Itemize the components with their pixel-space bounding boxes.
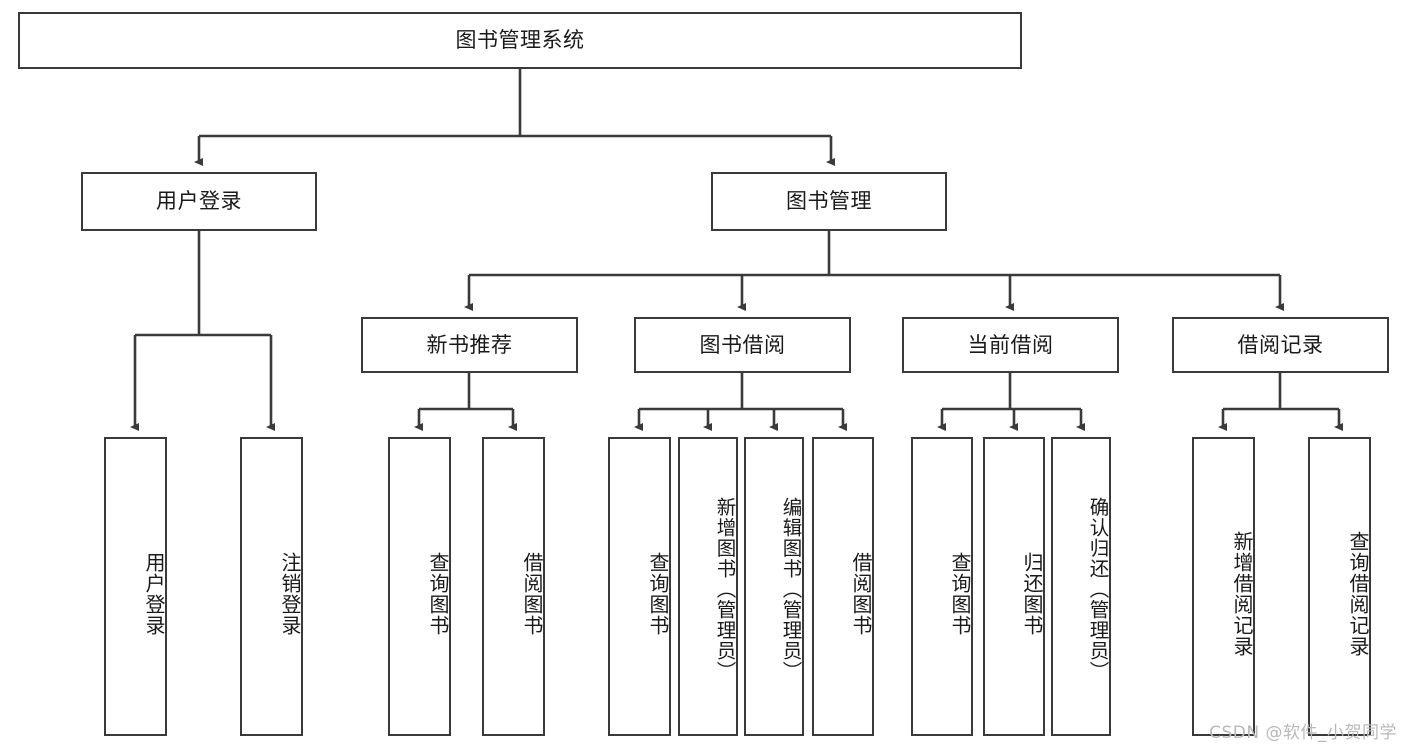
node-leaf-borrow-book-label: 借阅图书 [849, 551, 873, 636]
node-book-borrow-label: 图书借阅 [699, 332, 786, 357]
node-current-borrow[interactable]: 当前借阅 [902, 317, 1119, 373]
connector-lines [130, 69, 1343, 431]
node-leaf-add-book-label: 新增图书（管理员） [713, 497, 736, 682]
node-leaf-confirm-return-label: 确认归还（管理员） [1086, 497, 1109, 682]
node-leaf-add-borrow-record-label: 新增借阅记录 [1230, 530, 1254, 657]
watermark-text: CSDN @软件_小贺同学 [1209, 723, 1397, 743]
node-leaf-user-login-label: 用户登录 [142, 551, 166, 636]
node-leaf-borrow-book-recommend[interactable]: 借阅图书 [482, 437, 545, 736]
node-leaf-edit-book[interactable]: 编辑图书（管理员） [744, 437, 804, 736]
node-leaf-logout-label: 注销登录 [278, 551, 302, 636]
node-leaf-query-book-current-label: 查询图书 [948, 551, 972, 636]
node-leaf-logout[interactable]: 注销登录 [240, 437, 303, 736]
node-borrow-record-label: 借阅记录 [1237, 332, 1324, 357]
node-leaf-query-book-current[interactable]: 查询图书 [911, 437, 973, 736]
node-new-book-recommend[interactable]: 新书推荐 [361, 317, 578, 373]
node-leaf-add-borrow-record[interactable]: 新增借阅记录 [1192, 437, 1255, 736]
node-leaf-user-login[interactable]: 用户登录 [104, 437, 167, 736]
node-book-borrow[interactable]: 图书借阅 [634, 317, 851, 373]
node-leaf-borrow-book-recommend-label: 借阅图书 [520, 551, 544, 636]
node-leaf-query-book-borrow-label: 查询图书 [646, 551, 670, 636]
node-book-manage[interactable]: 图书管理 [711, 172, 947, 231]
node-leaf-query-book-borrow[interactable]: 查询图书 [608, 437, 671, 736]
node-book-manage-label: 图书管理 [786, 189, 872, 214]
node-leaf-query-borrow-record[interactable]: 查询借阅记录 [1308, 437, 1371, 736]
node-new-book-recommend-label: 新书推荐 [426, 332, 513, 357]
node-leaf-confirm-return[interactable]: 确认归还（管理员） [1051, 437, 1111, 736]
node-current-borrow-label: 当前借阅 [967, 332, 1054, 357]
node-user-login[interactable]: 用户登录 [81, 172, 317, 231]
node-leaf-query-book-recommend[interactable]: 查询图书 [388, 437, 451, 736]
node-borrow-record[interactable]: 借阅记录 [1172, 317, 1389, 373]
node-root-label: 图书管理系统 [455, 28, 585, 53]
node-leaf-borrow-book[interactable]: 借阅图书 [812, 437, 874, 736]
node-leaf-return-book[interactable]: 归还图书 [983, 437, 1045, 736]
node-leaf-query-borrow-record-label: 查询借阅记录 [1346, 530, 1370, 657]
node-leaf-add-book[interactable]: 新增图书（管理员） [678, 437, 738, 736]
node-leaf-edit-book-label: 编辑图书（管理员） [779, 497, 802, 682]
node-leaf-query-book-recommend-label: 查询图书 [426, 551, 450, 636]
node-user-login-label: 用户登录 [156, 189, 242, 214]
node-leaf-return-book-label: 归还图书 [1020, 551, 1044, 636]
node-root[interactable]: 图书管理系统 [18, 12, 1022, 69]
